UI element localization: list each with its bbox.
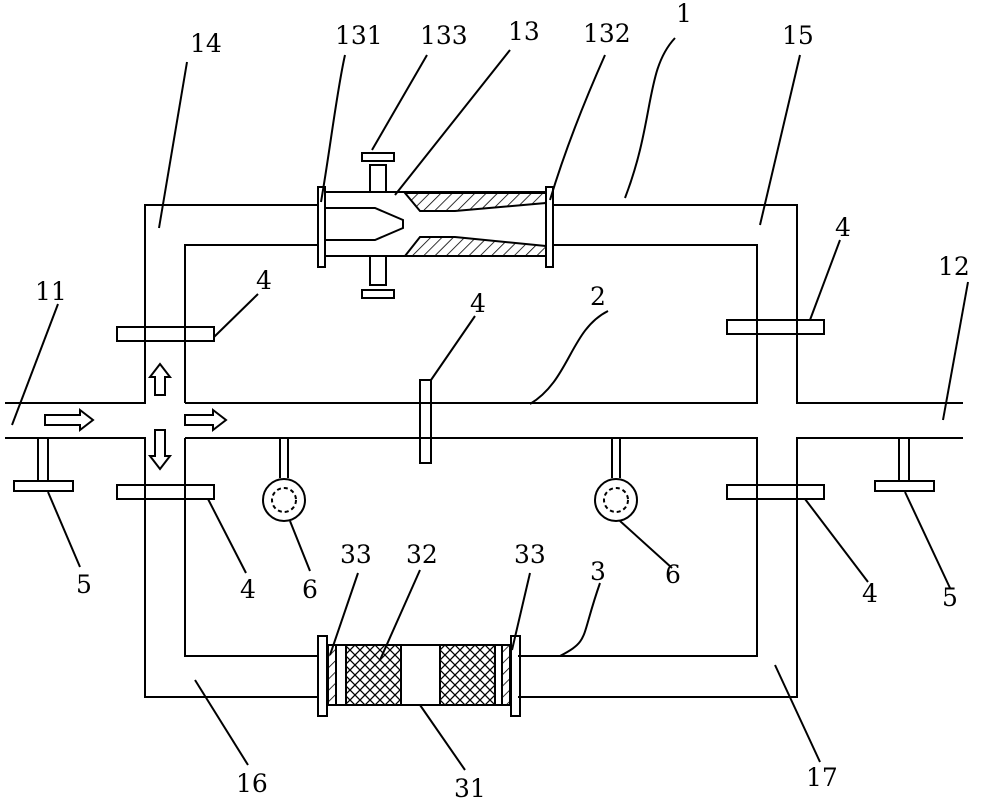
label-3: 3: [590, 557, 606, 586]
leader-14: [158, 61, 188, 229]
suction-port-133-top: [369, 164, 387, 192]
leader-31: [419, 704, 466, 771]
tap-5-right-stem: [898, 438, 910, 480]
flow-arrow-right-inlet-icon: [44, 407, 95, 433]
suction-port-133-top-cap: [361, 152, 395, 162]
label-4-middle: 4: [470, 289, 486, 318]
leader-6-left: [289, 520, 311, 572]
label-2: 2: [590, 282, 606, 311]
leader-133: [371, 54, 428, 151]
label-4-upper-left: 4: [256, 266, 272, 295]
leader-2: [529, 310, 609, 405]
tap-5-left: [13, 480, 74, 492]
valve-4-middle: [419, 379, 432, 464]
label-4-lower-left: 4: [240, 575, 256, 604]
filter-screen-33-left-hatch: [327, 644, 337, 706]
label-15: 15: [782, 21, 814, 50]
tap-5-right: [874, 480, 935, 492]
leader-33-left: [329, 572, 359, 656]
label-6-right: 6: [665, 560, 681, 589]
gauge-6-right: [594, 478, 638, 522]
main-pipe-inner-top-wall: [184, 244, 758, 404]
filter-element-32-left-mesh: [345, 644, 402, 706]
leader-4-lower-right: [804, 498, 869, 583]
gauge-6-left: [262, 478, 306, 522]
filter-31-left-flange-33: [317, 635, 328, 717]
gauge-6-left-stem: [279, 438, 289, 478]
label-33-left: 33: [340, 540, 372, 569]
label-5-right: 5: [942, 583, 958, 612]
leader-16: [194, 679, 249, 766]
suction-port-133-bottom-cap: [361, 289, 395, 299]
leader-17: [774, 664, 821, 763]
flow-arrow-up-icon: [147, 362, 173, 396]
filter-element-32-right-mesh: [439, 644, 496, 706]
flow-arrow-down-icon: [147, 429, 173, 471]
leader-12: [942, 281, 969, 421]
leader-131: [320, 54, 346, 203]
leader-3: [559, 582, 601, 657]
suction-port-133-bottom: [369, 256, 387, 286]
valve-4-upper-left: [116, 326, 215, 342]
label-12: 12: [938, 252, 970, 281]
filter-screen-33-right-hatch: [501, 644, 511, 706]
leader-4-upper-right: [809, 239, 841, 321]
label-11: 11: [35, 277, 67, 306]
leader-4-lower-left: [207, 498, 247, 574]
leader-132: [549, 54, 606, 201]
gauge-6-right-stem: [611, 438, 621, 478]
label-13: 13: [508, 17, 540, 46]
label-31: 31: [454, 774, 486, 803]
valve-4-lower-right: [726, 484, 825, 500]
ejector-13-inlet-flange-131: [317, 186, 326, 268]
label-16: 16: [236, 769, 268, 798]
label-1: 1: [676, 0, 692, 28]
label-33-right: 33: [514, 540, 546, 569]
ejector-13-diffuser-hatch: [402, 192, 547, 257]
valve-4-lower-left: [116, 484, 215, 500]
leader-6-right: [619, 520, 673, 569]
main-pipe-inner-bottom-wall: [184, 437, 758, 657]
gauge-6-right-dial: [603, 487, 629, 513]
label-132: 132: [583, 19, 631, 48]
main-pipe-top-wall: [5, 204, 963, 404]
label-17: 17: [806, 763, 838, 792]
label-5-left: 5: [76, 570, 92, 599]
leader-4-upper-left: [213, 293, 259, 338]
label-4-lower-right: 4: [862, 579, 878, 608]
ejector-13-nozzle: [325, 207, 404, 241]
label-131: 131: [335, 21, 383, 50]
leader-4-middle: [430, 315, 476, 381]
label-14: 14: [190, 29, 222, 58]
main-pipe-bottom-wall: [5, 437, 963, 698]
leader-15: [759, 54, 801, 226]
leader-11: [11, 303, 59, 426]
leader-33-right: [511, 572, 531, 651]
leader-13: [394, 49, 511, 196]
valve-4-upper-right: [726, 319, 825, 335]
label-6-left: 6: [302, 575, 318, 604]
gauge-6-left-dial: [271, 487, 297, 513]
label-133: 133: [420, 21, 468, 50]
tap-5-left-stem: [37, 438, 49, 480]
leader-5-left: [47, 491, 81, 568]
label-32: 32: [406, 540, 438, 569]
leader-1: [624, 37, 676, 199]
label-4-upper-right: 4: [835, 213, 851, 242]
leader-5-right: [904, 491, 951, 589]
flow-arrow-right-center-icon: [184, 407, 228, 433]
